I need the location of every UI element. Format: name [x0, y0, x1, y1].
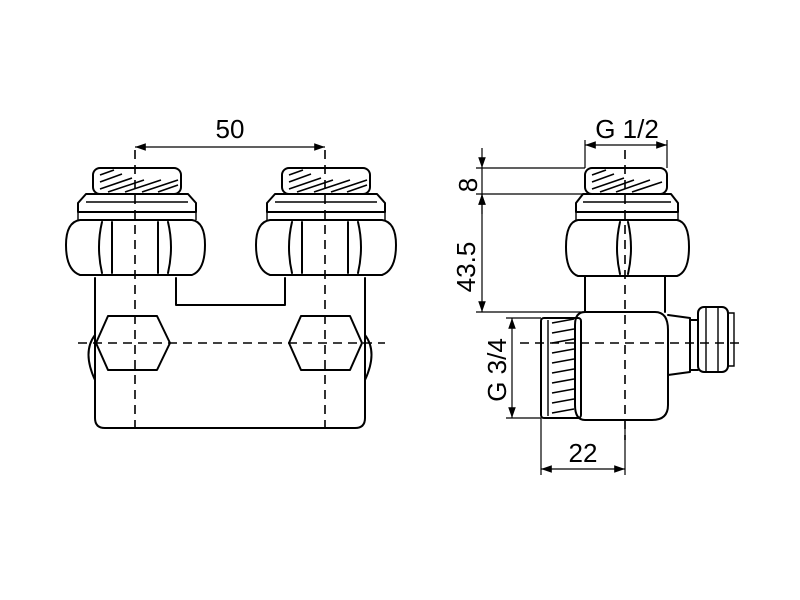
front-body-outline	[94, 277, 366, 429]
side-thread-nipple	[584, 167, 668, 195]
side-body	[574, 311, 669, 421]
front-view: 50	[65, 114, 397, 434]
dimension-label-g34: G 3/4	[482, 338, 512, 402]
side-collar	[575, 193, 679, 213]
dimension-label-8: 8	[453, 178, 483, 192]
left-connector	[65, 167, 206, 276]
left-hex-nut	[65, 219, 206, 276]
dimension-label-g12: G 1/2	[595, 114, 659, 144]
right-connector	[255, 167, 397, 276]
side-neck	[584, 275, 666, 313]
side-hex-nut	[565, 219, 690, 277]
side-view: G 1/2 8 43.5 G 3/4 22	[451, 114, 742, 475]
dimension-label-43-5: 43.5	[451, 242, 481, 293]
right-collar	[266, 193, 386, 213]
front-side-lobe-right	[364, 334, 373, 381]
left-collar	[77, 193, 197, 213]
right-hex-nut	[255, 219, 397, 276]
left-thread-nipple	[92, 167, 182, 195]
right-thread-nipple	[281, 167, 371, 195]
side-g34-thread	[540, 317, 582, 419]
front-side-lobe-left	[87, 334, 96, 381]
dimension-label-50: 50	[216, 114, 245, 144]
dimension-label-22: 22	[569, 438, 598, 468]
side-valve-stem	[667, 314, 691, 376]
side-valve-cap	[697, 306, 729, 373]
